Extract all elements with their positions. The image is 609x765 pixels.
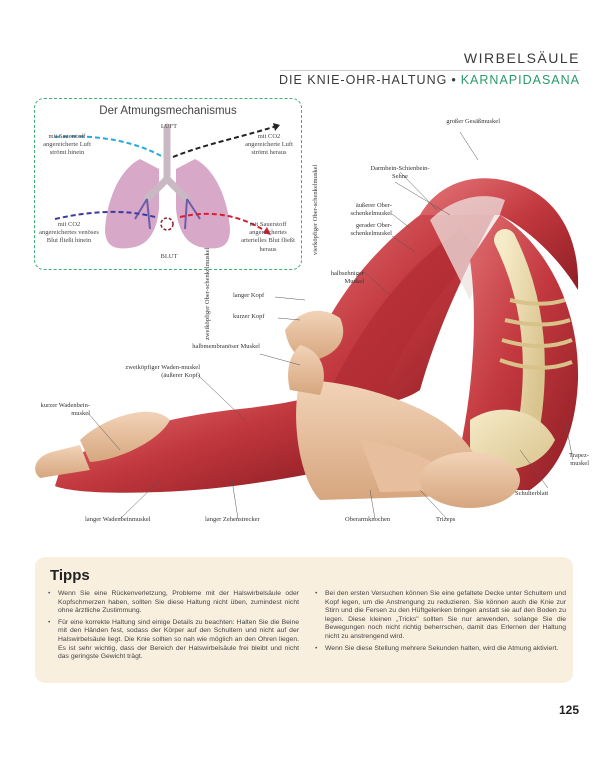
breathing-diagram: Der Atmungsmechanismus LUFT mit Sauersto… xyxy=(34,98,302,270)
scapula xyxy=(470,409,555,470)
bronchi xyxy=(134,198,201,230)
label-trizeps: Trizeps xyxy=(436,516,456,523)
label-zweikoepfiger-group: zweiköpfiger Ober-schenkelmuskel xyxy=(204,247,211,340)
label-gerader-oberschenkelmuskel: gerader Ober-schenkelmuskel xyxy=(350,222,392,237)
label-halbsehniger-muskel: halbsehniger Muskel xyxy=(330,270,364,285)
hamstrings xyxy=(330,230,480,400)
breathing-title: Der Atmungsmechanismus xyxy=(99,105,237,117)
foot xyxy=(35,445,90,478)
right-lung xyxy=(176,159,230,249)
head xyxy=(420,452,520,508)
tips-column-left: Wenn Sie eine Rückenverletzung, Probleme… xyxy=(47,590,299,665)
label-kurzer-wadenbeinmuskel: kurzer Wadenbein-muskel xyxy=(40,402,90,417)
luft-label: LUFT xyxy=(160,123,178,130)
chapter-title: WIRBELSÄULE xyxy=(463,50,580,66)
knee-skin xyxy=(80,411,170,462)
label-langer-wadenbeinmuskel: langer Wadenbeinmuskel xyxy=(85,516,151,523)
tips-column-right: Bei den ersten Versuchen können Sie eine… xyxy=(314,590,566,656)
label-ausserer-oberschenkelmuskel: äußerer Ober-schenkelmuskel xyxy=(350,202,392,217)
iliotibial-band xyxy=(430,196,505,300)
label-langer-zehenstrecker: langer Zehenstrecker xyxy=(205,516,260,523)
forearm xyxy=(288,345,324,395)
label-vierkoepfiger-group: vierköpfiger Ober-schenkelmuskel xyxy=(312,164,319,255)
label-halbmembranoeser-muskel: halbmembranöser Muskel xyxy=(192,343,260,350)
heart-marker xyxy=(160,217,174,231)
label-kurzer-kopf: kurzer Kopf xyxy=(233,313,265,320)
trachea xyxy=(143,123,191,203)
label-schulterblatt: Schulterblatt xyxy=(515,490,549,497)
label-langer-kopf: langer Kopf xyxy=(233,292,265,299)
header-divider xyxy=(280,70,580,71)
lungs-illustration xyxy=(54,123,281,249)
sanskrit-name: KARNAPIDASANA xyxy=(460,73,580,87)
title-separator: • xyxy=(451,73,457,87)
tip-item: Wenn Sie eine Rückenverletzung, Probleme… xyxy=(47,590,299,616)
label-zweikoepfiger-wadenmuskel: zweiköpfiger Waden-muskel (äußerer Kopf) xyxy=(125,364,200,379)
label-grosser-gesaessmuskel: großer Gesäßmuskel xyxy=(446,118,500,125)
tip-item: Für eine korrekte Haltung sind einige De… xyxy=(47,619,299,662)
label-darmbein-schienbein-sehne: Darmbein-Schienbein-Sehne xyxy=(370,165,430,180)
blut-label: BLUT xyxy=(160,253,178,260)
anatomy-illustration xyxy=(35,131,579,520)
label-trapezmuskel: Trapez-muskel xyxy=(569,452,589,467)
venous-blood-in-label: mit CO2 angereichertes venöses Blut flie… xyxy=(39,221,99,245)
oxygen-air-in-label: mit Sauerstoff angereicherte Luft strömt… xyxy=(43,133,91,157)
arterial-blood-out-arrow xyxy=(179,212,271,235)
pose-name: DIE KNIE-OHR-HALTUNG xyxy=(278,73,448,87)
lower-leg xyxy=(55,395,330,493)
tips-box: Tipps Wenn Sie eine Rückenverletzung, Pr… xyxy=(35,557,573,683)
label-oberarmknochen: Oberarmknochen xyxy=(345,516,391,523)
page-number: 125 xyxy=(558,703,579,717)
ribs xyxy=(499,298,573,370)
oxygen-air-in-arrow xyxy=(54,135,164,158)
tips-title: Tipps xyxy=(50,567,90,584)
tip-item: Wenn Sie diese Stellung mehrere Sekunden… xyxy=(314,645,566,654)
pose-title: DIE KNIE-OHR-HALTUNG•KARNAPIDASANA xyxy=(279,73,580,87)
tip-item: Bei den ersten Versuchen können Sie eine… xyxy=(314,590,566,642)
co2-air-out-label: mit CO2 angereicherte Luft strömt heraus xyxy=(245,133,293,157)
leader-lines xyxy=(87,131,574,520)
co2-air-out-arrow xyxy=(172,124,281,158)
arterial-blood-out-label: mit Sauerstoff angereichertes arterielle… xyxy=(241,221,295,253)
venous-blood-in-arrow xyxy=(54,210,156,220)
left-lung xyxy=(105,159,159,249)
